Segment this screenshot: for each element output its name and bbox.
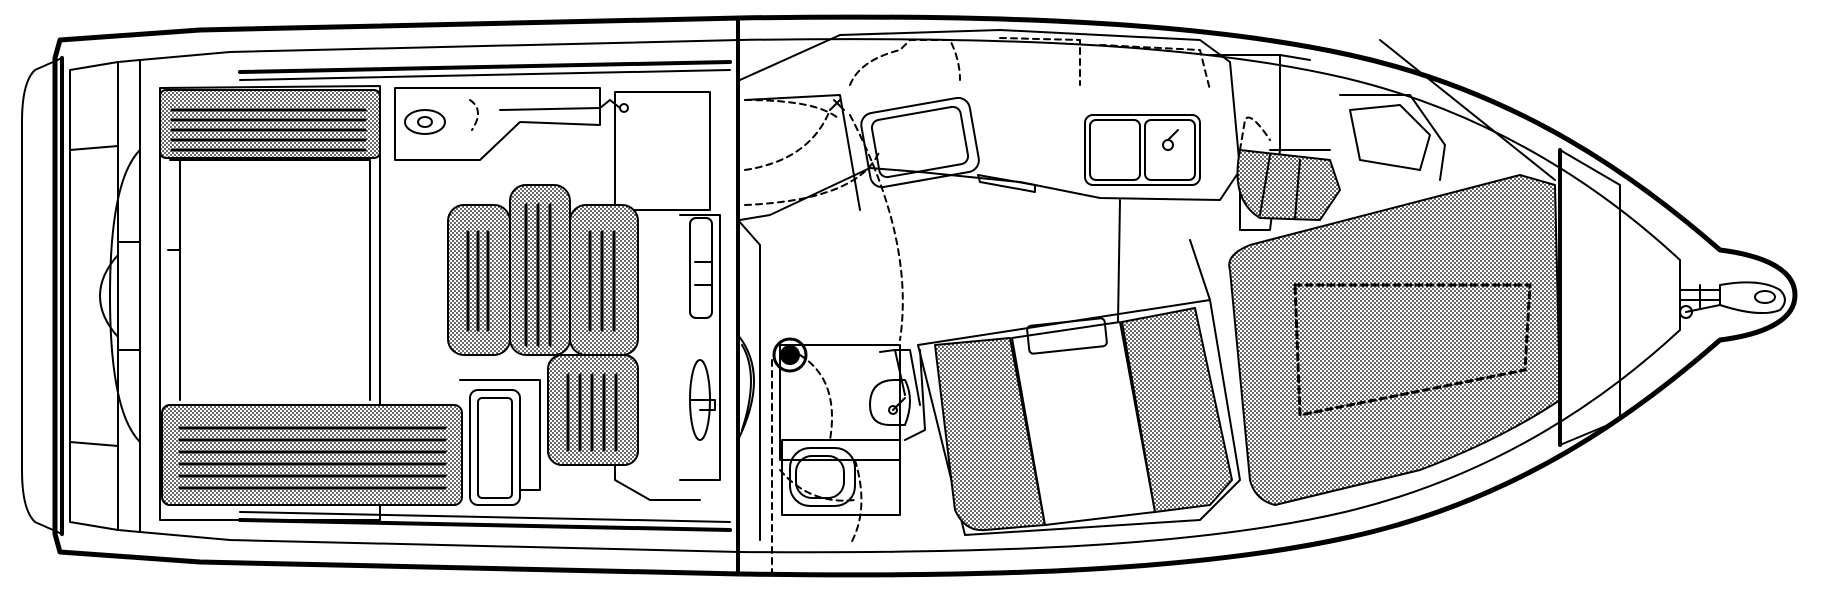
helm-seat-center [509,184,571,356]
head-compartment [779,344,901,461]
galley-counter [739,29,1241,221]
galley-stove [860,96,980,189]
hull-outline [52,14,1798,578]
aft-seating-frame [159,85,381,521]
head-toilet-seat [789,447,856,507]
v-berth [1228,174,1561,506]
gunwale-line [139,38,1681,554]
cockpit-cooler [469,389,521,506]
helm-seat-right [569,204,639,356]
swim-platform [21,57,63,535]
v-berth-hatch [1293,283,1532,417]
helm-wheel [737,334,755,441]
cockpit-drain [404,109,446,135]
cockpit-step [394,87,601,161]
head-toilet [772,337,808,373]
bow-cleat [1679,284,1721,309]
mid-berth-cushion-left [934,337,1046,532]
helm-panel [689,217,713,319]
head-sink [869,379,911,426]
aft-bottom-cushion [161,404,463,506]
forward-hatch [1349,104,1431,171]
galley-sink [1084,114,1201,186]
helm-console [614,91,711,211]
aft-top-cushion [159,89,381,159]
mid-berth-cushion-right [1121,307,1233,513]
anchor-locker [1559,149,1621,446]
companionway-stairs [737,219,761,541]
